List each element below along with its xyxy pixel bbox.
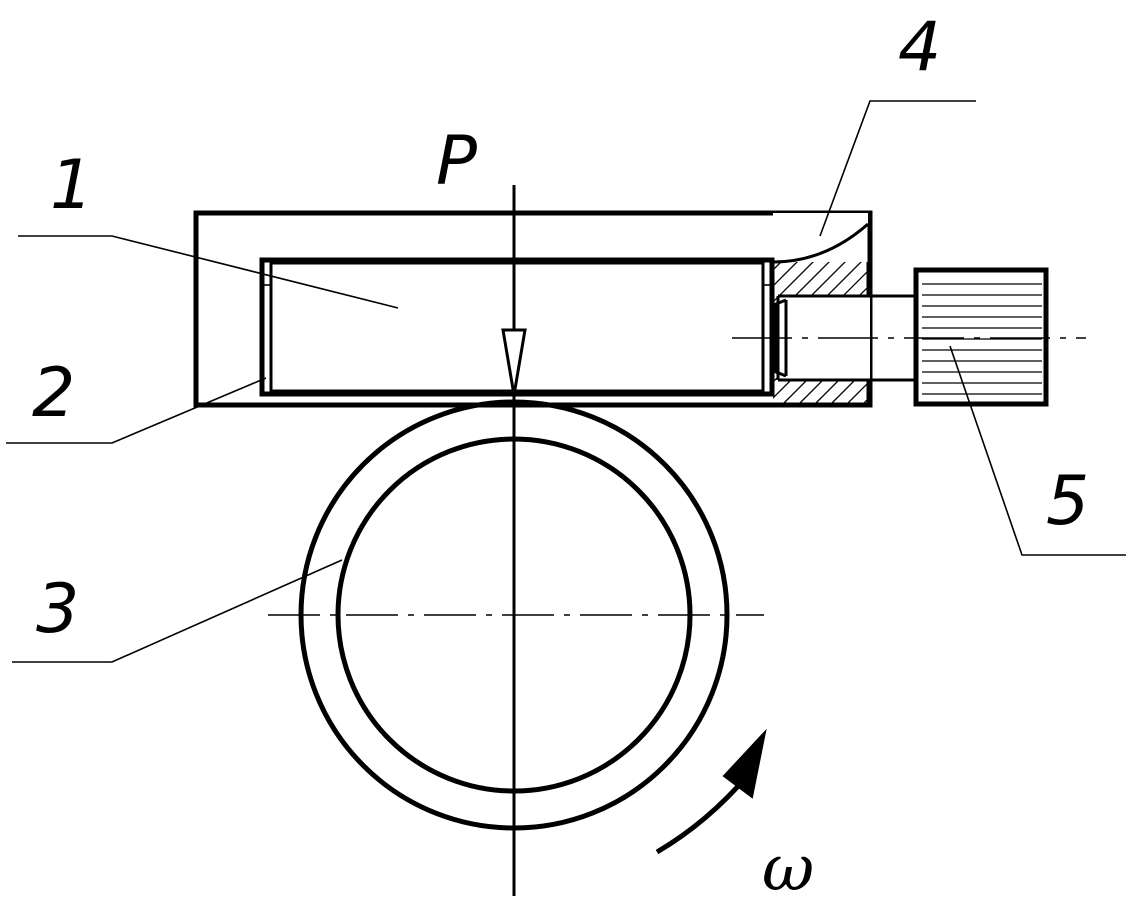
shoe-insert [259,257,775,397]
knurl-lines [922,283,1042,395]
label-5: 5 [1046,462,1089,541]
hatch-line [1037,246,1132,406]
shoe-insert-inner [269,261,765,393]
housing-curve [772,222,869,264]
label-4: 4 [898,8,941,87]
hatch-line [773,262,846,406]
label-3: 3 [36,570,79,649]
hatch-line [573,246,733,406]
housing-outline [193,210,873,408]
load-arrowhead [501,328,527,396]
hatch-line [773,262,814,406]
hatch-line [1069,246,1132,406]
hatch-line [1053,246,1132,406]
hatch-line [589,246,749,406]
label-2: 2 [32,354,75,433]
rotation-arrowhead [722,728,767,799]
leader-2 [6,377,267,444]
hatch-line [773,262,782,406]
label-p: P [436,122,477,201]
label-omega: ω [762,832,814,906]
leader-3 [12,559,343,663]
leader-4 [819,100,976,237]
hatch-line [773,262,830,406]
label-1: 1 [50,146,93,225]
knurled-knob [913,267,1049,407]
hatch-line [605,246,765,406]
leader-1 [18,235,399,309]
rotation-arc [655,773,750,855]
leader-5 [949,345,1126,556]
